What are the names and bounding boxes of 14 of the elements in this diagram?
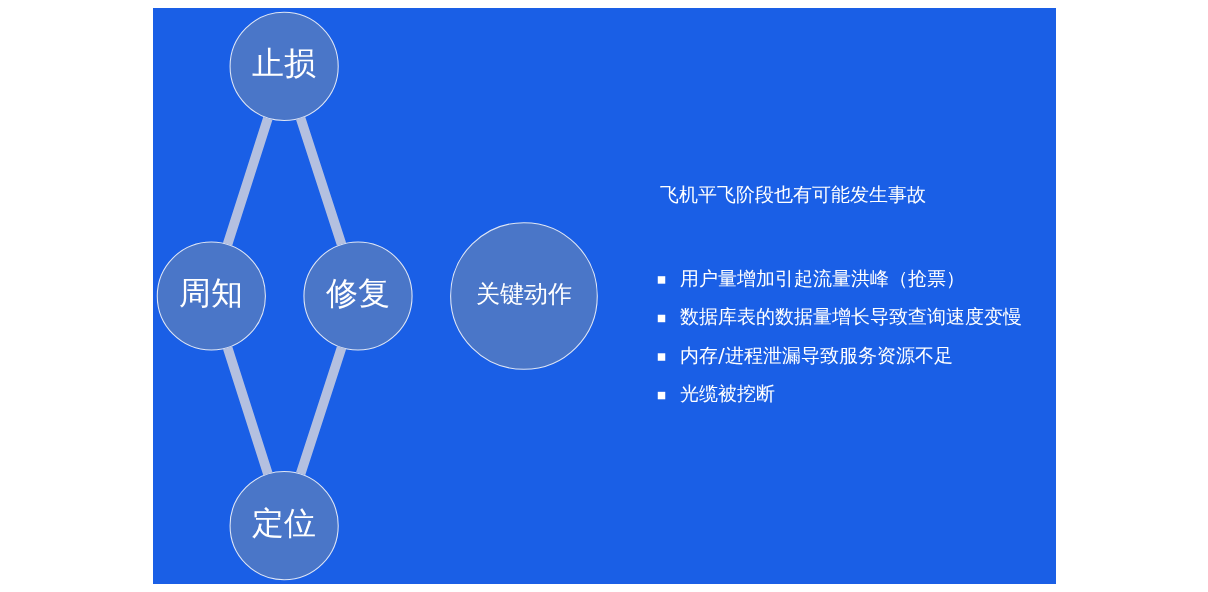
label: 飞机平飞阶段也有可能发生事故 xyxy=(659,183,926,207)
node-circle: 定位 xyxy=(229,471,339,581)
connector xyxy=(295,116,346,246)
connector xyxy=(222,346,273,476)
node-circle: 止损 xyxy=(229,11,339,121)
label: 数据库表的数据量增长导致查询速度变慢 xyxy=(679,305,1022,329)
node-circle: 修复 xyxy=(302,241,413,351)
connector xyxy=(295,346,346,476)
node-circle: 周知 xyxy=(156,241,266,351)
connector xyxy=(222,116,272,246)
node-circle: 关键动作 xyxy=(449,222,598,370)
label: 用户量增加引起流量洪峰（抢票） xyxy=(679,266,965,290)
label: 光缆被挖断 xyxy=(679,382,775,406)
label: 内存/进程泄漏导致服务资源不足 xyxy=(679,343,953,367)
